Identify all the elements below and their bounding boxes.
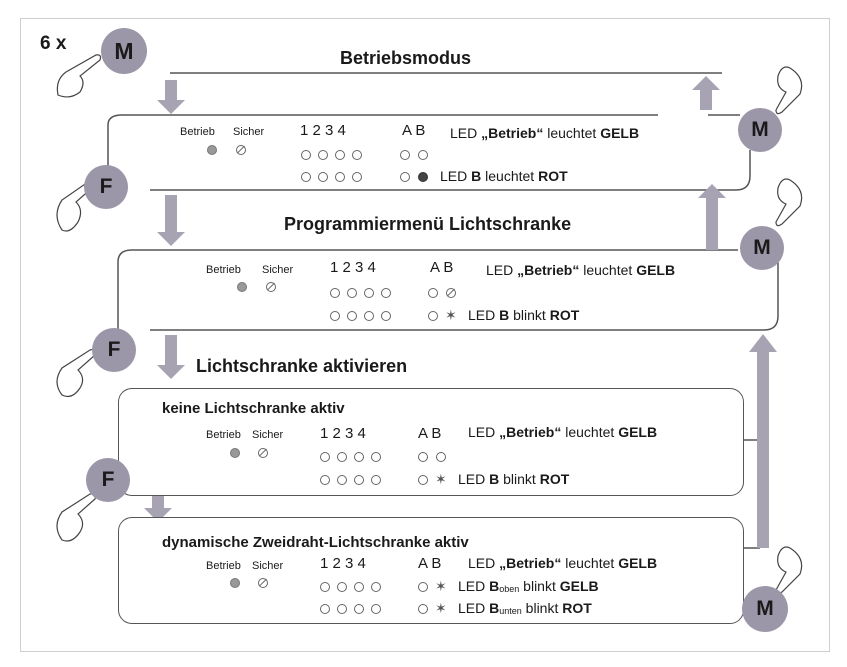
- led-2: [337, 475, 347, 485]
- led-4: [381, 288, 391, 298]
- box-no-light-barrier: [118, 388, 744, 496]
- mode-button[interactable]: M: [101, 28, 147, 74]
- led-betrieb: [230, 448, 240, 458]
- led-4: [371, 604, 381, 614]
- mode-button[interactable]: M: [738, 108, 782, 152]
- led-1: [320, 582, 330, 592]
- digits-1234: 1 2 3 4: [330, 259, 376, 276]
- led-b-blinking: ✶: [435, 578, 447, 594]
- box-dynamic-light-barrier: [118, 517, 744, 624]
- led-status-betrieb: LED „Betrieb“ leuchtet GELB: [450, 125, 640, 141]
- led-a: [400, 150, 410, 160]
- led-sicher: [258, 448, 268, 458]
- repeat-count: 6 x: [40, 33, 67, 54]
- led-3: [335, 150, 345, 160]
- digits-ab: A B: [418, 555, 442, 572]
- led-a: [428, 288, 438, 298]
- led-4: [371, 582, 381, 592]
- label-sicher: Sicher: [233, 126, 265, 138]
- digits-ab: A B: [402, 122, 426, 139]
- led-a: [418, 604, 428, 614]
- led-b-red: [418, 172, 428, 182]
- led-sicher: [236, 145, 246, 155]
- led-a: [418, 475, 428, 485]
- led-status-b: LED B blinkt ROT: [458, 471, 570, 487]
- led-3: [354, 475, 364, 485]
- led-2: [337, 582, 347, 592]
- led-status-b-oben: LED Boben blinkt GELB: [458, 578, 599, 594]
- label-betrieb: Betrieb: [206, 560, 241, 572]
- led-betrieb: [207, 145, 217, 155]
- led-4: [371, 452, 381, 462]
- led-4: [352, 150, 362, 160]
- led-2: [337, 604, 347, 614]
- led-3: [354, 452, 364, 462]
- led-b: [436, 452, 446, 462]
- label-betrieb: Betrieb: [206, 264, 241, 276]
- led-1: [330, 288, 340, 298]
- led-4: [352, 172, 362, 182]
- led-2: [318, 150, 328, 160]
- label-betrieb: Betrieb: [206, 429, 241, 441]
- led-betrieb: [237, 282, 247, 292]
- title-programmiermenue: Programmiermenü Lichtschranke: [284, 214, 572, 234]
- led-1: [320, 475, 330, 485]
- led-sicher: [258, 578, 268, 588]
- digits-1234: 1 2 3 4: [300, 122, 346, 139]
- led-status-b-unten: LED Bunten blinkt ROT: [458, 600, 592, 616]
- led-4: [371, 475, 381, 485]
- title-none: keine Lichtschranke aktiv: [162, 400, 345, 417]
- led-1: [301, 150, 311, 160]
- digits-1234: 1 2 3 4: [320, 555, 366, 572]
- led-a: [428, 311, 438, 321]
- led-a: [418, 582, 428, 592]
- label-sicher: Sicher: [252, 429, 284, 441]
- function-button[interactable]: F: [84, 165, 128, 209]
- digits-ab: A B: [418, 425, 442, 442]
- led-b: [418, 150, 428, 160]
- led-status-b: LED B blinkt ROT: [468, 307, 580, 323]
- diagram-frame: [20, 18, 830, 652]
- led-betrieb: [230, 578, 240, 588]
- title-dynamic: dynamische Zweidraht-Lichtschranke aktiv: [162, 534, 469, 551]
- led-b: [446, 288, 456, 298]
- label-betrieb: Betrieb: [180, 126, 215, 138]
- title-betriebsmodus: Betriebsmodus: [340, 48, 472, 68]
- led-3: [354, 604, 364, 614]
- led-2: [318, 172, 328, 182]
- led-a: [418, 452, 428, 462]
- led-3: [335, 172, 345, 182]
- led-status-betrieb: LED „Betrieb“ leuchtet GELB: [468, 424, 658, 440]
- function-button[interactable]: F: [92, 328, 136, 372]
- mode-button[interactable]: M: [740, 226, 784, 270]
- led-4: [381, 311, 391, 321]
- label-sicher: Sicher: [262, 264, 294, 276]
- led-3: [364, 311, 374, 321]
- led-status-b: LED B leuchtet ROT: [440, 168, 568, 184]
- label-sicher: Sicher: [252, 560, 284, 572]
- led-2: [347, 311, 357, 321]
- led-1: [320, 604, 330, 614]
- digits-1234: 1 2 3 4: [320, 425, 366, 442]
- function-button[interactable]: F: [86, 458, 130, 502]
- led-1: [330, 311, 340, 321]
- led-b-blinking: ✶: [435, 600, 447, 616]
- led-sicher: [266, 282, 276, 292]
- led-b-blinking: ✶: [435, 471, 447, 487]
- led-2: [337, 452, 347, 462]
- led-3: [354, 582, 364, 592]
- led-2: [347, 288, 357, 298]
- led-status-betrieb: LED „Betrieb“ leuchtet GELB: [486, 262, 676, 278]
- led-b-blinking: ✶: [445, 307, 457, 323]
- led-a: [400, 172, 410, 182]
- led-3: [364, 288, 374, 298]
- led-1: [320, 452, 330, 462]
- led-1: [301, 172, 311, 182]
- mode-button[interactable]: M: [742, 586, 788, 632]
- title-activate: Lichtschranke aktivieren: [196, 356, 408, 376]
- led-status-betrieb: LED „Betrieb“ leuchtet GELB: [468, 555, 658, 571]
- digits-ab: A B: [430, 259, 454, 276]
